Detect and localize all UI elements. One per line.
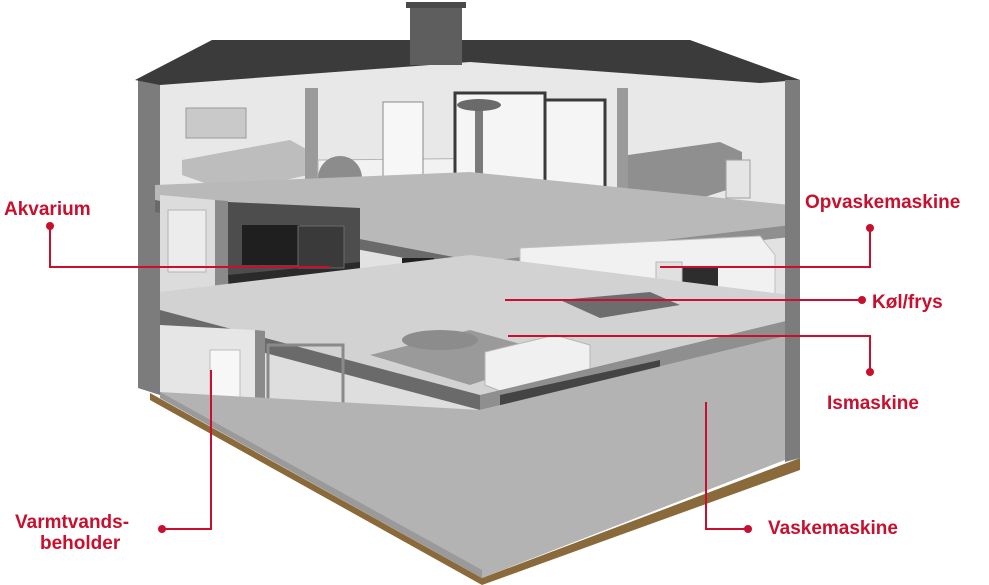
label-varmtvandsbeholder: Varmtvands- beholder bbox=[15, 512, 129, 554]
ismaskine-leader bbox=[508, 335, 871, 372]
vaskemaskine-dot bbox=[744, 525, 752, 533]
varmtvandsbeholder-dot bbox=[158, 525, 166, 533]
label-opvaskemaskine: Opvaskemaskine bbox=[805, 192, 961, 213]
label-akvarium: Akvarium bbox=[4, 199, 91, 220]
label-ismaskine: Ismaskine bbox=[827, 393, 919, 414]
upper-floor-slab bbox=[155, 172, 790, 262]
nightstand bbox=[725, 159, 751, 199]
tv bbox=[242, 225, 300, 265]
opvaskemaskine-dot bbox=[866, 224, 874, 232]
picture-frame bbox=[185, 107, 247, 139]
vaskemaskine-leader bbox=[705, 402, 748, 530]
dining-table bbox=[560, 292, 680, 318]
chimney-top bbox=[406, 2, 466, 8]
middle-floor bbox=[160, 255, 790, 395]
chimney bbox=[410, 5, 462, 65]
akvarium-leader bbox=[49, 226, 330, 268]
akvarium-dot bbox=[46, 222, 54, 230]
shower bbox=[167, 209, 207, 273]
coffee-table bbox=[402, 330, 478, 350]
kol-frys-dot bbox=[858, 296, 866, 304]
opvaskemaskine-leader bbox=[660, 228, 871, 268]
label-kol-frys: Køl/frys bbox=[872, 292, 943, 313]
varmtvandsbeholder-leader bbox=[162, 370, 212, 530]
aquarium bbox=[297, 225, 345, 269]
water-heater bbox=[209, 349, 241, 399]
callout-dots bbox=[46, 222, 874, 533]
label-vaskemaskine: Vaskemaskine bbox=[768, 518, 898, 539]
right-outer-wall bbox=[785, 80, 800, 462]
roof bbox=[135, 40, 800, 85]
label-varmtvandsbeholder-line2: beholder bbox=[40, 533, 121, 554]
ground-floor bbox=[160, 335, 790, 578]
heater-pole bbox=[475, 110, 483, 210]
callout-lines bbox=[49, 226, 871, 530]
left-outer-wall bbox=[138, 80, 160, 395]
ismaskine-dot bbox=[866, 368, 874, 376]
heater-top bbox=[457, 99, 501, 111]
ground-floor-front bbox=[160, 392, 482, 578]
bed-left bbox=[182, 140, 308, 192]
label-varmtvandsbeholder-line1: Varmtvands- bbox=[15, 512, 130, 533]
bed-right bbox=[628, 142, 742, 205]
